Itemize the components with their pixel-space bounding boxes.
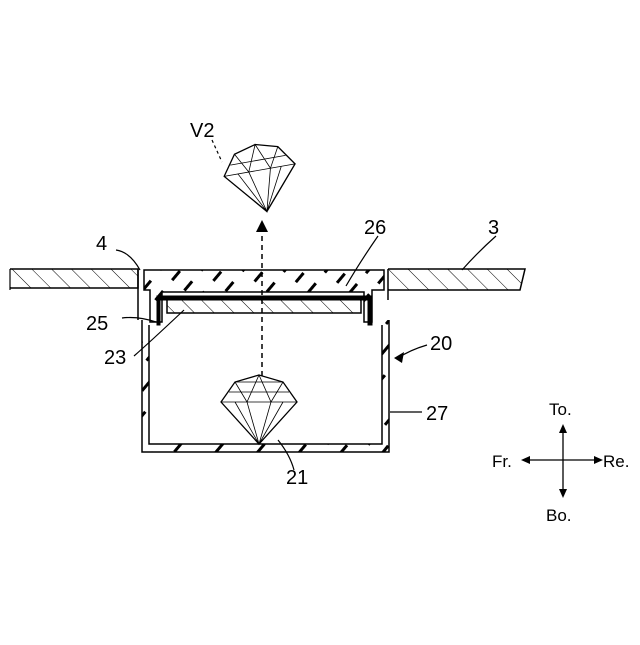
label-23: 23 xyxy=(104,347,126,369)
direction-cross-icon xyxy=(521,424,603,498)
container-right-wall xyxy=(382,320,389,448)
container-bottom-wall xyxy=(142,444,389,452)
direction-rear-label: Re. xyxy=(603,452,629,471)
label-25: 25 xyxy=(86,313,108,335)
axis-arrowhead xyxy=(256,220,268,232)
label-4: 4 xyxy=(96,233,107,255)
diamond-gem-icon xyxy=(221,375,297,444)
diamond-gem-icon xyxy=(220,138,303,217)
ref-20-arrowhead xyxy=(394,352,404,363)
label-27: 27 xyxy=(426,403,448,425)
label-20: 20 xyxy=(430,333,452,355)
label-v2: V2 xyxy=(190,120,214,142)
transparent-plate xyxy=(167,297,361,313)
container-left-wall xyxy=(142,320,149,448)
floor-panel-left xyxy=(10,269,138,288)
label-26: 26 xyxy=(364,217,386,239)
label-3: 3 xyxy=(488,217,499,239)
direction-front-label: Fr. xyxy=(492,452,512,471)
direction-top-label: To. xyxy=(549,400,572,419)
direction-bottom-label: Bo. xyxy=(546,506,572,525)
floor-panel-right xyxy=(388,269,525,290)
label-21: 21 xyxy=(286,467,308,489)
